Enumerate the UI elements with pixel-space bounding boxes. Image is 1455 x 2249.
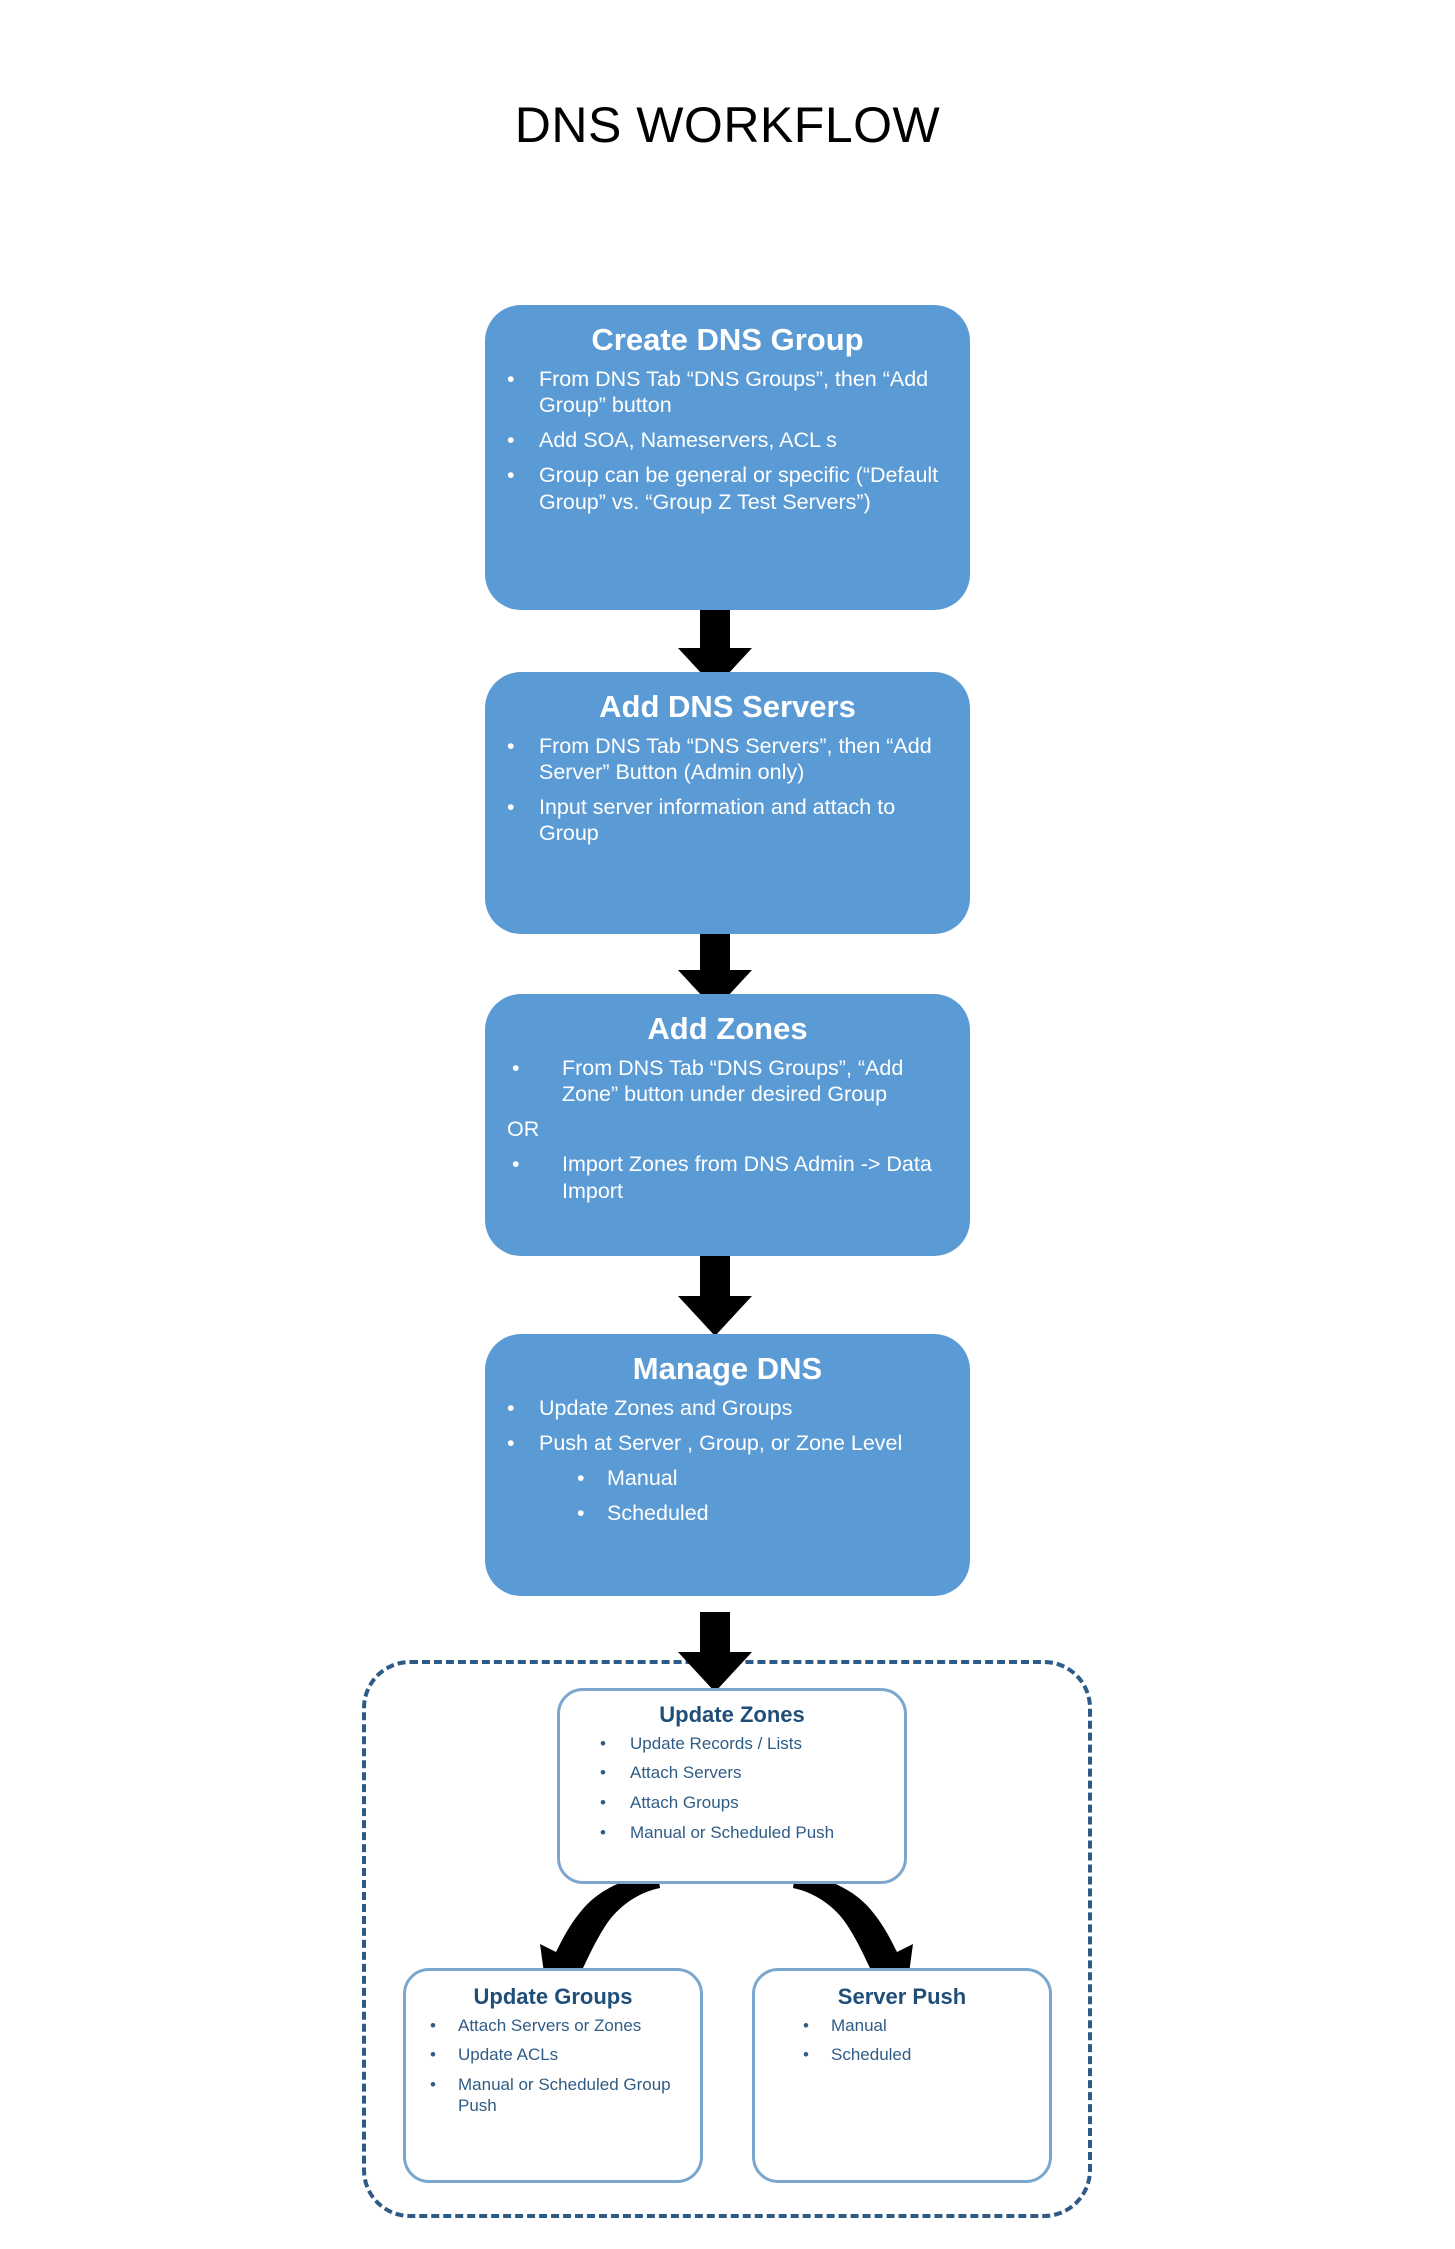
bullet-dot-icon: •	[430, 2075, 436, 2095]
step-box-manage-dns[interactable]: Manage DNS • Update Zones and Groups • P…	[485, 1334, 970, 1596]
bullet-dot-icon: •	[507, 795, 515, 820]
bullet-item: • Manual	[577, 1466, 678, 1491]
step-bullet-list: • Update Zones and Groups • Push at Serv…	[507, 1395, 948, 1456]
bullet-dot-icon: •	[512, 1055, 520, 1080]
bullet-item: • Scheduled	[577, 1501, 709, 1526]
bullet-dot-icon: •	[507, 733, 515, 758]
bullet-item: • Group can be general or specific (“Def…	[507, 463, 939, 514]
bullet-item: • Scheduled	[803, 2045, 912, 2065]
bullet-item: • Attach Groups	[600, 1793, 739, 1813]
bullet-item: • Manual or Scheduled Push	[600, 1822, 835, 1842]
step-sub-bullet-list: • Manual • Scheduled	[577, 1465, 948, 1526]
step-bullet-list-secondary: • Import Zones from DNS Admin -> Data Im…	[507, 1151, 948, 1203]
bullet-item: • Manual	[803, 2015, 887, 2035]
bullet-dot-icon: •	[600, 1793, 606, 1813]
bullet-item: • Attach Servers	[600, 1763, 742, 1783]
detail-bullet-list: • Manual • Scheduled	[803, 2016, 1033, 2066]
bullet-dot-icon: •	[600, 1822, 606, 1842]
step-bullet-list: • From DNS Tab “DNS Servers”, then “Add …	[507, 733, 948, 847]
bullet-item: • Attach Servers or Zones	[430, 2015, 642, 2035]
step-bullet-list: • From DNS Tab “DNS Groups”, then “Add G…	[507, 366, 948, 515]
bullet-dot-icon: •	[600, 1763, 606, 1783]
bullet-item: • Update Zones and Groups	[507, 1395, 793, 1420]
step-box-add-dns-servers[interactable]: Add DNS Servers • From DNS Tab “DNS Serv…	[485, 672, 970, 934]
arrow-down-3	[678, 1256, 752, 1336]
bullet-item: • Add SOA, Nameservers, ACL s	[507, 428, 837, 453]
step-title: Add Zones	[647, 1011, 808, 1046]
bullet-item: • From DNS Tab “DNS Servers”, then “Add …	[507, 733, 932, 784]
detail-title: Update Groups	[473, 1984, 633, 2009]
step-box-create-dns-group[interactable]: Create DNS Group • From DNS Tab “DNS Gro…	[485, 305, 970, 610]
detail-bullet-list: • Update Records / Lists • Attach Server…	[600, 1734, 886, 1844]
step-title: Manage DNS	[632, 1351, 823, 1386]
bullet-dot-icon: •	[507, 1395, 515, 1420]
page-title: DNS WORKFLOW	[514, 97, 941, 153]
detail-box-update-groups[interactable]: Update Groups • Attach Servers or Zones …	[403, 1968, 703, 2183]
detail-box-update-zones[interactable]: Update Zones • Update Records / Lists • …	[557, 1688, 907, 1884]
bullet-item: • From DNS Tab “DNS Groups”, then “Add G…	[507, 366, 929, 417]
bullet-item: • Update ACLs	[430, 2045, 559, 2065]
bullet-dot-icon: •	[507, 1430, 515, 1455]
bullet-dot-icon: •	[507, 428, 515, 453]
detail-title: Server Push	[837, 1984, 967, 2009]
bullet-dot-icon: •	[430, 2015, 436, 2035]
bullet-item: • From DNS Tab “DNS Groups”, “Add Zone” …	[512, 1055, 904, 1106]
bullet-dot-icon: •	[430, 2045, 436, 2065]
step-bullet-list-primary: • From DNS Tab “DNS Groups”, “Add Zone” …	[507, 1055, 948, 1107]
bullet-item: • Update Records / Lists	[600, 1733, 802, 1753]
step-title: Create DNS Group	[591, 322, 864, 357]
bullet-dot-icon: •	[803, 2045, 809, 2065]
detail-box-server-push[interactable]: Server Push • Manual • Scheduled	[752, 1968, 1052, 2183]
bullet-item: • Input server information and attach to…	[507, 795, 896, 846]
bullet-dot-icon: •	[600, 1733, 606, 1753]
bullet-dot-icon: •	[507, 463, 515, 488]
step-separator-label: OR	[507, 1117, 540, 1142]
bullet-item: • Push at Server , Group, or Zone Level	[507, 1430, 903, 1455]
bullet-dot-icon: •	[512, 1152, 520, 1177]
step-title: Add DNS Servers	[599, 689, 856, 724]
bullet-dot-icon: •	[577, 1501, 585, 1526]
step-box-add-zones[interactable]: Add Zones • From DNS Tab “DNS Groups”, “…	[485, 994, 970, 1256]
bullet-dot-icon: •	[507, 366, 515, 391]
bullet-item: • Import Zones from DNS Admin -> Data Im…	[512, 1152, 932, 1203]
bullet-item: • Manual or Scheduled Group Push	[430, 2075, 671, 2115]
detail-title: Update Zones	[659, 1702, 805, 1727]
detail-bullet-list: • Attach Servers or Zones • Update ACLs …	[430, 2016, 684, 2117]
bullet-dot-icon: •	[577, 1466, 585, 1491]
bullet-dot-icon: •	[803, 2015, 809, 2035]
